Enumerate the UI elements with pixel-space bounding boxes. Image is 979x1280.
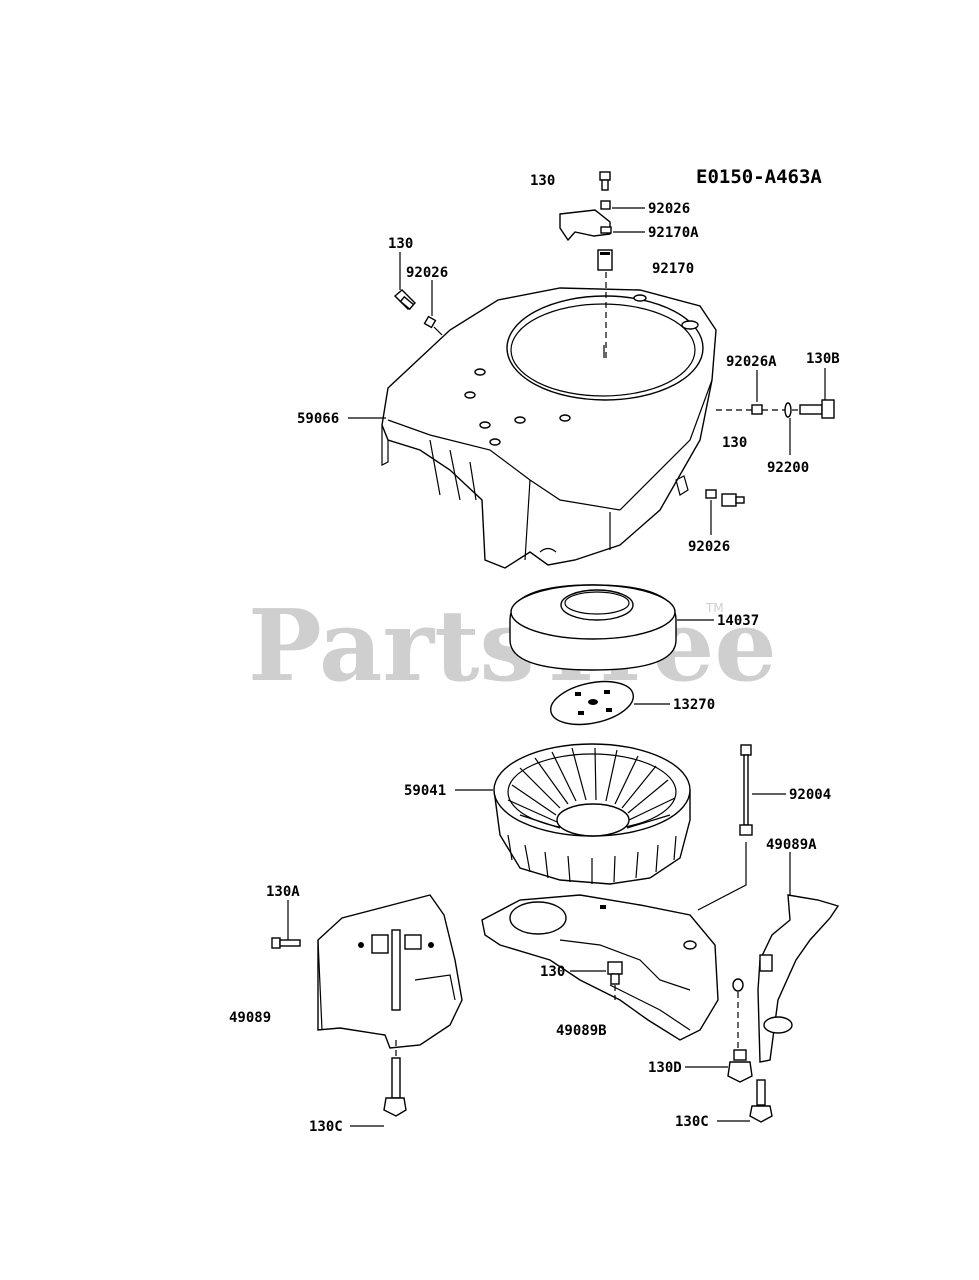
baffle-49089A[interactable] — [757, 894, 840, 1063]
bolt-130C-left[interactable] — [383, 1057, 407, 1117]
callout-92170: 92170 — [652, 261, 694, 277]
bolt-130-bottom[interactable] — [607, 961, 623, 985]
callout-59066: 59066 — [297, 411, 339, 427]
callout-130-left: 130 — [388, 236, 413, 252]
trademark: TM — [705, 601, 724, 615]
baffle-49089B[interactable] — [481, 894, 719, 1041]
callout-130B: 130B — [806, 351, 840, 367]
bracket-92170A[interactable] — [559, 209, 612, 242]
callout-92026-top: 92026 — [648, 201, 690, 217]
washer-92026-left[interactable] — [423, 315, 437, 329]
callout-130D: 130D — [648, 1060, 682, 1076]
callout-92026-right: 92026 — [688, 539, 730, 555]
callout-59041: 59041 — [404, 783, 446, 799]
callout-14037: 14037 — [717, 613, 759, 629]
plate-13270[interactable] — [547, 675, 637, 732]
bolt-130B[interactable] — [799, 399, 835, 419]
diagram-code: E0150-A463A — [696, 166, 822, 188]
bolt-130A[interactable] — [271, 937, 301, 949]
callout-49089B: 49089B — [556, 1023, 607, 1039]
callout-130C-right: 130C — [675, 1114, 709, 1130]
callout-92004: 92004 — [789, 787, 831, 803]
callout-130A: 130A — [266, 884, 300, 900]
bolt-130D[interactable] — [727, 1049, 753, 1083]
callout-92170A: 92170A — [648, 225, 699, 241]
callout-130-top: 130 — [530, 173, 555, 189]
stud-92004[interactable] — [739, 744, 753, 836]
baffle-49089[interactable] — [317, 894, 463, 1049]
callout-49089: 49089 — [229, 1010, 271, 1026]
spacer-92170[interactable] — [597, 249, 613, 271]
callout-92200: 92200 — [767, 460, 809, 476]
bolt-130-right[interactable] — [721, 493, 745, 507]
callout-13270: 13270 — [673, 697, 715, 713]
washer-92026-top[interactable] — [600, 200, 611, 210]
fan-59041[interactable] — [493, 743, 691, 885]
screen-14037[interactable] — [509, 584, 677, 671]
bolt-130C-right[interactable] — [749, 1079, 773, 1123]
callout-92026-left: 92026 — [406, 265, 448, 281]
callout-130C-left: 130C — [309, 1119, 343, 1135]
callout-130-bottom: 130 — [540, 964, 565, 980]
blower-housing-59066[interactable] — [381, 287, 717, 569]
bolt-130-left[interactable] — [393, 289, 417, 311]
grommet-130D-washer[interactable] — [732, 978, 744, 992]
bolt-130-top[interactable] — [599, 171, 611, 191]
collar-92026A[interactable] — [751, 404, 763, 415]
callout-49089A: 49089A — [766, 837, 817, 853]
callout-92026A: 92026A — [726, 354, 777, 370]
washer-92200[interactable] — [784, 402, 792, 418]
washer-92026-right[interactable] — [705, 489, 717, 499]
callout-130-right: 130 — [722, 435, 747, 451]
